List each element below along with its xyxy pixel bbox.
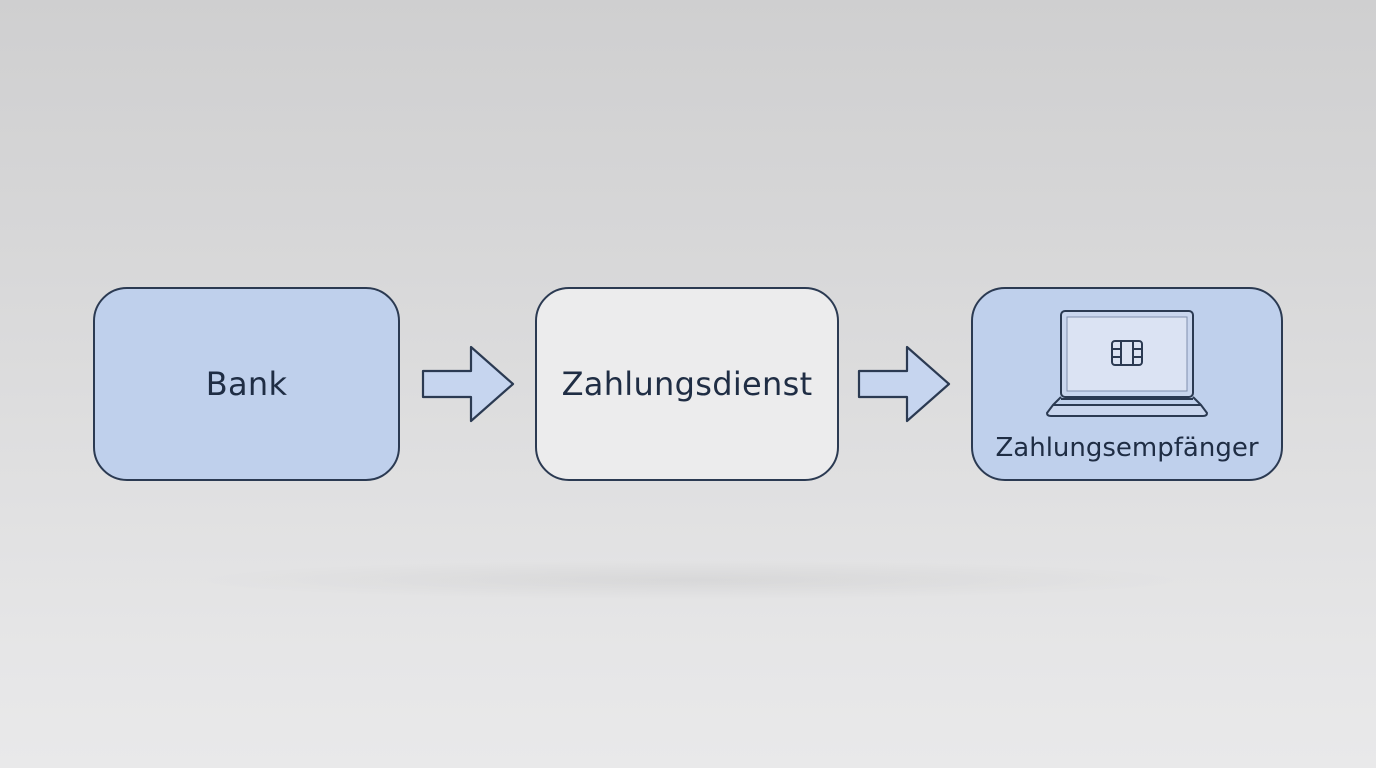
- node-payment-service-label: Zahlungsdienst: [561, 365, 813, 403]
- floor-shadow: [180, 560, 1200, 600]
- chip-icon: [1111, 340, 1143, 366]
- arrow-right-icon: [857, 345, 951, 423]
- node-payee: Zahlungsempfänger: [971, 287, 1283, 481]
- node-payee-label: Zahlungsempfänger: [995, 433, 1259, 463]
- node-payment-service: Zahlungsdienst: [535, 287, 839, 481]
- arrow-right-icon: [421, 345, 515, 423]
- node-bank-label: Bank: [205, 365, 288, 403]
- laptop-chip-icon: [1046, 310, 1208, 417]
- node-bank: Bank: [93, 287, 400, 481]
